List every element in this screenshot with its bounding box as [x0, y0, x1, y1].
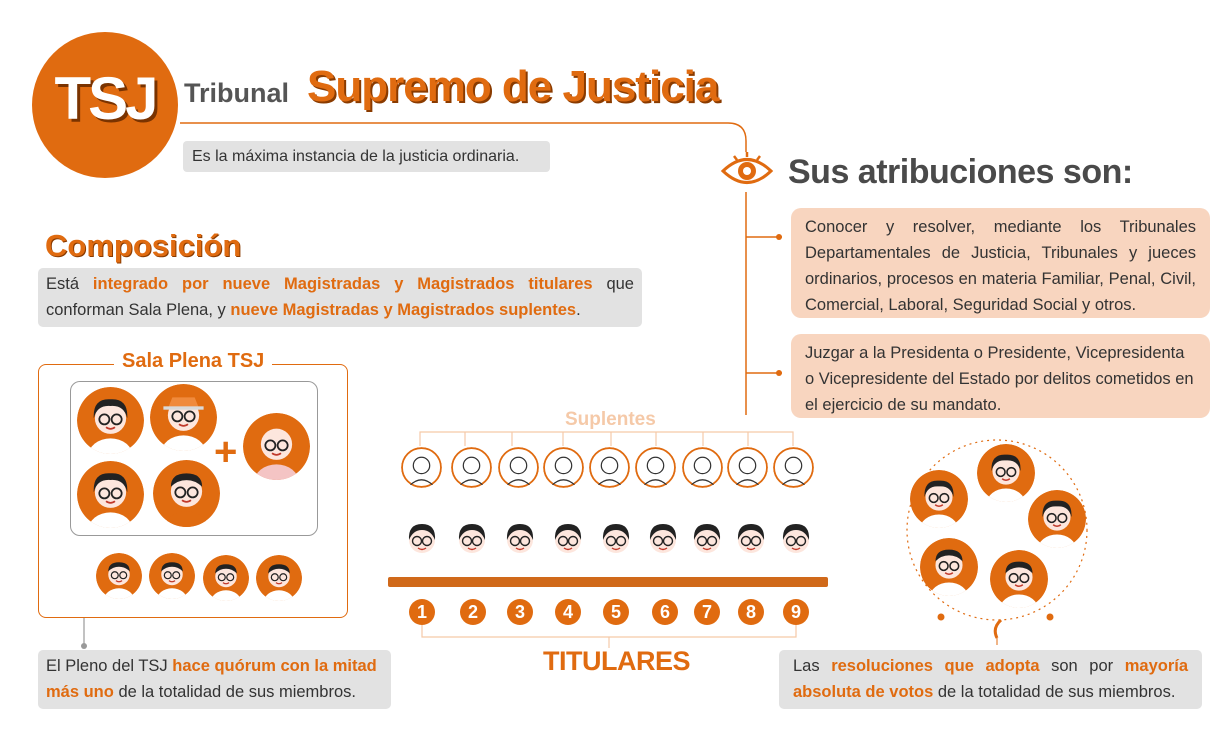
avatar [203, 555, 249, 601]
composicion-highlight-2: nueve Magistradas y Magistrados suplente… [230, 301, 577, 319]
plus-sign: + [214, 430, 238, 474]
magistrado-number: 5 [603, 599, 629, 625]
page-title: Supremo de Justicia [307, 62, 719, 111]
avatar [149, 553, 195, 599]
avatar [77, 387, 144, 454]
pleno-quorum-text: El Pleno del TSJ hace quórum con la mita… [38, 650, 391, 709]
title-prefix: Tribunal [184, 78, 290, 108]
magistrado-number: 9 [783, 599, 809, 625]
resoluciones-highlight-1: resoluciones que adopta [831, 657, 1040, 675]
composicion-title: Composición [45, 228, 242, 263]
avatar [638, 514, 688, 578]
avatar [726, 514, 776, 578]
avatar [591, 514, 641, 578]
avatar [256, 555, 302, 601]
subtitle: Es la máxima instancia de la justicia or… [183, 141, 550, 172]
avatar [682, 447, 723, 488]
avatar [682, 514, 732, 578]
composicion-text: Está integrado por nueve Magistradas y M… [38, 268, 642, 327]
magistrado-number: 8 [738, 599, 764, 625]
bench-shelf [388, 577, 828, 587]
avatar [773, 447, 814, 488]
titulares-label: TITULARES [543, 646, 691, 676]
avatar [920, 538, 978, 596]
avatar [910, 470, 968, 528]
avatar [96, 553, 142, 599]
composicion-highlight-1: integrado por nueve Magistradas y Magist… [92, 275, 593, 293]
avatar [447, 514, 497, 578]
avatar [977, 444, 1035, 502]
avatar [77, 461, 144, 528]
composicion-text-5: . [576, 301, 581, 319]
pleno-text-1: El Pleno del TSJ [46, 657, 173, 675]
magistrado-number: 6 [652, 599, 678, 625]
logo-text: TSJ [54, 65, 158, 132]
avatar [451, 447, 492, 488]
sala-plena-group [70, 381, 318, 536]
avatar [498, 447, 539, 488]
avatar [495, 514, 545, 578]
pleno-text-3: de la totalidad de sus miembros. [113, 683, 356, 701]
composicion-text-3: que conforman Sala Plena, y [46, 275, 634, 319]
avatar [150, 384, 217, 451]
avatar [543, 514, 593, 578]
atribuciones-title: Sus atribuciones son: [788, 153, 1133, 191]
avatar [771, 514, 821, 578]
avatar [635, 447, 676, 488]
avatar [401, 447, 442, 488]
magistrado-number: 4 [555, 599, 581, 625]
logo-circle [32, 32, 178, 178]
avatar [153, 460, 220, 527]
avatar [990, 550, 1048, 608]
avatar [1028, 490, 1086, 548]
resoluciones-highlight-2: mayoría absoluta de votos [793, 657, 1189, 701]
magistrado-number: 2 [460, 599, 486, 625]
resoluciones-text-5: de la totalidad de sus miembros. [933, 683, 1176, 701]
resoluciones-text: Las resoluciones que adopta son por mayo… [779, 650, 1202, 709]
magistrado-number: 7 [694, 599, 720, 625]
pleno-highlight: hace quórum con la mitad más uno [46, 657, 377, 701]
magistrado-number: 1 [409, 599, 435, 625]
magistrado-number: 3 [507, 599, 533, 625]
atribucion-item: Juzgar a la Presidenta o Presidente, Vic… [791, 334, 1210, 418]
atribucion-item: Conocer y resolver, mediante los Tribuna… [791, 208, 1210, 318]
avatar [727, 447, 768, 488]
avatar [543, 447, 584, 488]
eye-icon [720, 150, 774, 192]
composicion-text-1: Está [46, 275, 93, 293]
avatar [589, 447, 630, 488]
resoluciones-text-3: son por [1039, 657, 1125, 675]
avatar [243, 413, 310, 480]
resoluciones-text-1: Las [793, 657, 832, 675]
sala-plena-title: Sala Plena TSJ [114, 350, 273, 373]
avatar [397, 514, 447, 578]
suplentes-label: Suplentes [565, 409, 656, 430]
